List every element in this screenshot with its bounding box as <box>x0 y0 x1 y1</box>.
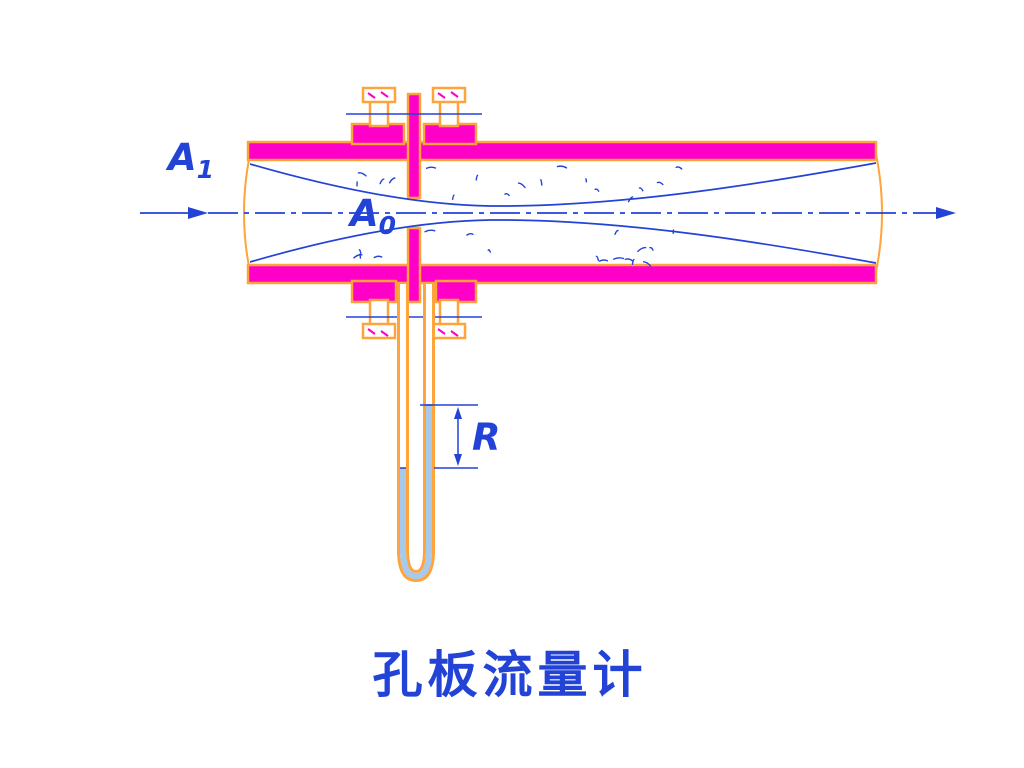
pipe-bottom-wall <box>246 263 878 285</box>
flange-bolts-top <box>346 86 482 128</box>
dimension-arrow-down <box>454 454 462 466</box>
manometer-glass <box>397 284 435 583</box>
diagram-title: 孔板流量计 <box>373 646 648 704</box>
bolt-head <box>431 86 467 104</box>
flow-line-lower <box>249 219 877 264</box>
flow-line-upper <box>249 162 877 207</box>
manometer-liquid <box>400 405 432 580</box>
orifice-plate <box>406 92 422 304</box>
pipe-top-wall <box>246 140 878 162</box>
label-orifice-area: A0 <box>347 192 396 240</box>
bolt-hatch <box>367 91 459 99</box>
flange-bolts-bottom <box>346 298 482 340</box>
bolt-head <box>431 322 467 340</box>
label-upstream-area: A1 <box>165 136 214 184</box>
label-manometer-reading: R <box>472 416 501 459</box>
flow-arrow-left <box>188 207 208 219</box>
dimension-R <box>420 404 478 469</box>
dimension-arrow-up <box>454 407 462 419</box>
bolt-head <box>361 322 397 340</box>
manometer-u-tube <box>397 284 435 583</box>
flow-arrow-right <box>936 207 956 219</box>
bolt-hatch <box>367 328 459 337</box>
flow-centerline <box>140 207 956 219</box>
bolt-head <box>361 86 397 104</box>
turbulence-marks <box>353 165 683 267</box>
